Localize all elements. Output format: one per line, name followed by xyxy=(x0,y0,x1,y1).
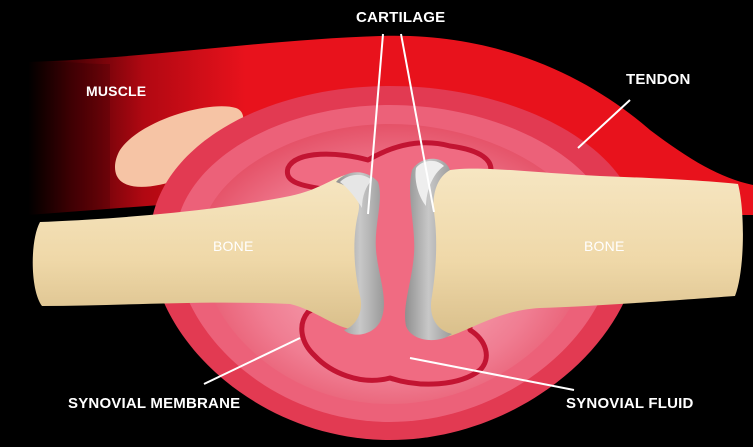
right-cartilage-highlight xyxy=(415,160,444,206)
label-bone-right: BONE xyxy=(584,238,625,254)
left-cartilage xyxy=(336,172,384,335)
muscle-shadow xyxy=(28,61,110,215)
left-bone xyxy=(32,173,380,331)
right-bone xyxy=(422,168,743,338)
label-bone-left: BONE xyxy=(213,238,254,254)
right-cartilage xyxy=(405,158,452,341)
label-synovial-membrane: SYNOVIAL MEMBRANE xyxy=(68,395,241,412)
synovial-fluid-leader xyxy=(409,357,575,391)
leader-lines xyxy=(203,33,631,391)
fat-pad xyxy=(115,106,244,187)
label-tendon: TENDON xyxy=(626,71,691,88)
synovial-membrane-leader xyxy=(203,337,301,385)
cartilage-leader-right xyxy=(400,33,435,213)
label-synovial-fluid: SYNOVIAL FLUID xyxy=(566,395,694,412)
label-cartilage: CARTILAGE xyxy=(356,9,446,26)
left-cartilage-highlight xyxy=(340,174,372,208)
label-muscle: MUSCLE xyxy=(86,83,147,99)
cartilage-leader-left xyxy=(367,33,384,215)
tendon-leader xyxy=(577,99,631,149)
